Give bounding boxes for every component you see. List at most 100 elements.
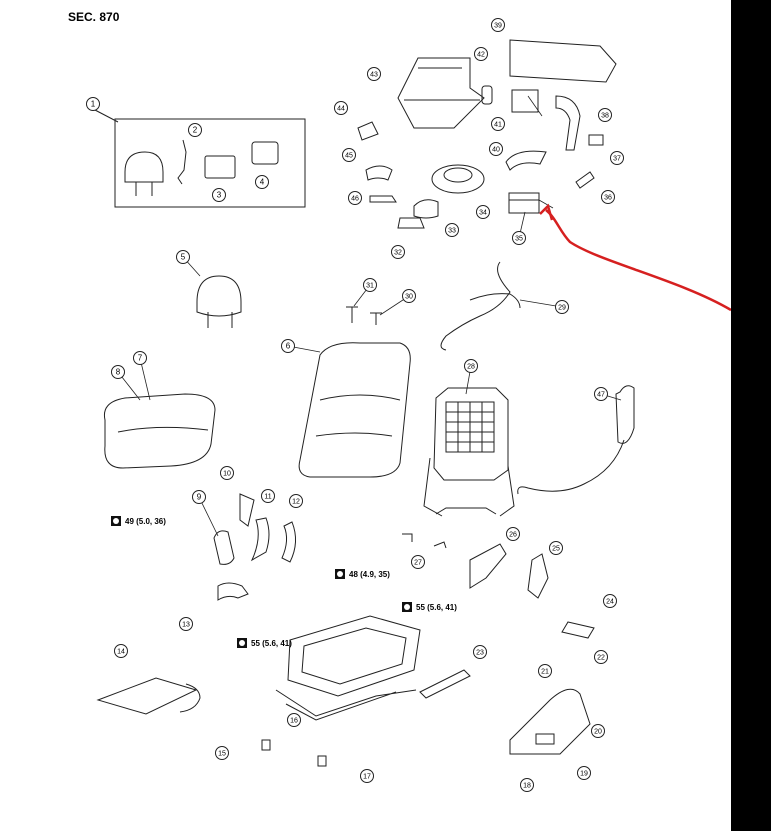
callout-number: 19 bbox=[580, 771, 588, 778]
torque-label: 55 (5.6, 41) bbox=[402, 602, 457, 612]
callout-number: 37 bbox=[613, 156, 621, 163]
callout-circle bbox=[598, 108, 612, 122]
callout-number: 2 bbox=[193, 126, 198, 135]
callout-circle bbox=[476, 205, 490, 219]
callout-35: 35 bbox=[512, 231, 526, 245]
duct-shape bbox=[555, 95, 581, 151]
callout-number: 12 bbox=[292, 499, 300, 506]
callout-23: 23 bbox=[473, 645, 487, 659]
callout-43: 43 bbox=[367, 67, 381, 81]
callout-circle bbox=[281, 339, 295, 353]
callout-circle bbox=[220, 466, 234, 480]
side-cover-shape bbox=[509, 688, 591, 755]
callout-number: 10 bbox=[223, 471, 231, 478]
upper-cover-shape bbox=[509, 39, 617, 83]
callout-number: 23 bbox=[476, 650, 484, 657]
clip-15-shape bbox=[261, 739, 271, 751]
torque-text: 55 (5.6, 41) bbox=[251, 639, 292, 648]
callout-number: 39 bbox=[494, 23, 502, 30]
callout-circle bbox=[491, 117, 505, 131]
callout-20: 20 bbox=[591, 724, 605, 738]
callout-36: 36 bbox=[601, 190, 615, 204]
clip-36-shape bbox=[575, 171, 595, 189]
cover-25-shape bbox=[527, 553, 549, 599]
clip-27-shape bbox=[402, 533, 447, 549]
callout-number: 18 bbox=[523, 783, 531, 790]
callout-33: 33 bbox=[445, 223, 459, 237]
red-arrow bbox=[539, 203, 732, 312]
headrest-shape bbox=[196, 275, 242, 317]
callout-number: 16 bbox=[290, 718, 298, 725]
callout-number: 31 bbox=[366, 283, 374, 290]
callout-47: 47 bbox=[594, 387, 608, 401]
callout-number: 6 bbox=[286, 342, 291, 351]
motor-shape bbox=[431, 164, 485, 194]
cover-32-shape bbox=[397, 217, 425, 229]
torque-text: 48 (4.9, 35) bbox=[349, 570, 390, 579]
callout-number: 36 bbox=[604, 195, 612, 202]
callout-5: 5 bbox=[176, 250, 190, 264]
callout-circle bbox=[255, 175, 269, 189]
callout-number: 7 bbox=[138, 354, 143, 363]
callout-circle bbox=[348, 191, 362, 205]
callout-circle bbox=[334, 101, 348, 115]
callout-circle bbox=[289, 494, 303, 508]
callout-number: 44 bbox=[337, 106, 345, 113]
control-unit-shape bbox=[508, 192, 540, 214]
cover-10-shape bbox=[239, 493, 255, 527]
callout-circle bbox=[506, 527, 520, 541]
callout-37: 37 bbox=[610, 151, 624, 165]
callout-9: 9 bbox=[192, 490, 206, 504]
callout-42: 42 bbox=[474, 47, 488, 61]
callout-number: 26 bbox=[509, 532, 517, 539]
callout-number: 34 bbox=[479, 210, 487, 217]
callout-10: 10 bbox=[220, 466, 234, 480]
callout-circle bbox=[212, 188, 226, 202]
callout-32: 32 bbox=[391, 245, 405, 259]
cover-40-shape bbox=[505, 150, 547, 171]
callout-circle bbox=[555, 300, 569, 314]
callout-number: 45 bbox=[345, 153, 353, 160]
callout-26: 26 bbox=[506, 527, 520, 541]
callout-13: 13 bbox=[179, 617, 193, 631]
callout-circle bbox=[474, 47, 488, 61]
callout-number: 9 bbox=[197, 493, 202, 502]
bracket-13-shape bbox=[217, 582, 249, 601]
callout-number: 32 bbox=[394, 250, 402, 257]
callout-number: 22 bbox=[597, 655, 605, 662]
callout-number: 15 bbox=[218, 751, 226, 758]
callout-8: 8 bbox=[111, 365, 125, 379]
callout-1: 1 bbox=[86, 97, 100, 111]
callout-15: 15 bbox=[215, 746, 229, 760]
cover-12-shape bbox=[281, 521, 296, 563]
callout-circle bbox=[342, 148, 356, 162]
callout-circle bbox=[610, 151, 624, 165]
callout-number: 5 bbox=[181, 253, 186, 262]
torque-label: 49 (5.0, 36) bbox=[111, 516, 166, 526]
callout-11: 11 bbox=[261, 489, 275, 503]
callout-number: 40 bbox=[492, 147, 500, 154]
callout-circle bbox=[594, 387, 608, 401]
callout-circle bbox=[402, 289, 416, 303]
callout-number: 21 bbox=[541, 669, 549, 676]
torque-text: 49 (5.0, 36) bbox=[125, 517, 166, 526]
callout-2: 2 bbox=[188, 123, 202, 137]
torque-label: 48 (4.9, 35) bbox=[335, 569, 390, 579]
callout-28: 28 bbox=[464, 359, 478, 373]
torque-label: 55 (5.6, 41) bbox=[237, 638, 292, 648]
callout-number: 30 bbox=[405, 294, 413, 301]
cover-46-shape bbox=[369, 195, 397, 203]
callout-19: 19 bbox=[577, 766, 591, 780]
callout-number: 20 bbox=[594, 729, 602, 736]
callout-circle bbox=[601, 190, 615, 204]
callout-39: 39 bbox=[491, 18, 505, 32]
callout-number: 4 bbox=[260, 178, 265, 187]
callout-number: 27 bbox=[414, 560, 422, 567]
callout-number: 17 bbox=[363, 774, 371, 781]
callout-44: 44 bbox=[334, 101, 348, 115]
callout-circle bbox=[512, 231, 526, 245]
bracket-44-shape bbox=[357, 121, 379, 141]
callout-27: 27 bbox=[411, 555, 425, 569]
